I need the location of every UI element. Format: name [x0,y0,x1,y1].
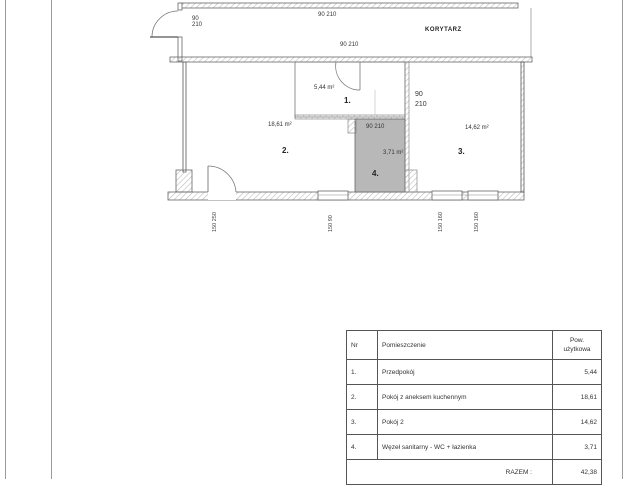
table-total-row: RAZEM : 42,38 [346,459,602,485]
row-nr: 3. [346,409,378,435]
row-room: Węzeł sanitarny - WC + łazienka [377,434,553,460]
page-border-left-inner [51,0,52,479]
row-area: 3,71 [552,434,602,460]
table-header: Nr Pomieszczenie Pow.użytkowa [346,330,602,360]
table-row: 4. Węzeł sanitarny - WC + łazienka 3,71 [346,434,602,460]
room-3-area: 14,62 m² [465,125,489,131]
row-room: Pokój 2 [377,409,553,435]
room-4-number: 4. [372,169,379,178]
row-nr: 1. [346,359,378,385]
room-1-number: 1. [344,96,351,105]
page-border-left-outer [5,0,6,479]
room-1-area: 5,44 m² [314,85,335,91]
window-dim-2: 150 90 [328,215,334,232]
table-row: 2. Pokój z aneksem kuchennym 18,61 [346,384,602,410]
total-label: RAZEM : [346,459,553,485]
row-area: 14,62 [552,409,602,435]
room-2-number: 2. [282,146,289,155]
page-border-right [622,0,623,479]
corridor-label: KORYTARZ [425,27,462,33]
row-nr: 4. [346,434,378,460]
room-2-area: 18,61 m² [268,122,292,128]
table-row: 3. Pokój 2 14,62 [346,409,602,435]
row-room: Przedpokój [377,359,553,385]
door-dim-hall: 90 210 [340,42,359,48]
room-4-area: 3,71 m² [383,150,404,156]
room-area-table: Nr Pomieszczenie Pow.użytkowa 1. Przedpo… [346,330,602,485]
header-nr: Nr [346,330,378,360]
window-dim-3: 150 160 [438,212,444,232]
room-3-number: 3. [458,147,465,156]
header-room: Pomieszczenie [377,330,553,360]
row-area: 18,61 [552,384,602,410]
row-area: 5,44 [552,359,602,385]
window-dim-1: 150 250 [212,212,218,232]
door-dim-bath: 90 210 [366,124,385,130]
floor-plan-drawing [150,2,533,201]
window-dim-4: 150 160 [474,212,480,232]
row-nr: 2. [346,384,378,410]
total-value: 42,38 [552,459,602,485]
door-dim-top: 90 210 [318,12,337,18]
table-row: 1. Przedpokój 5,44 [346,359,602,385]
row-room: Pokój z aneksem kuchennym [377,384,553,410]
header-area: Pow.użytkowa [552,330,602,360]
